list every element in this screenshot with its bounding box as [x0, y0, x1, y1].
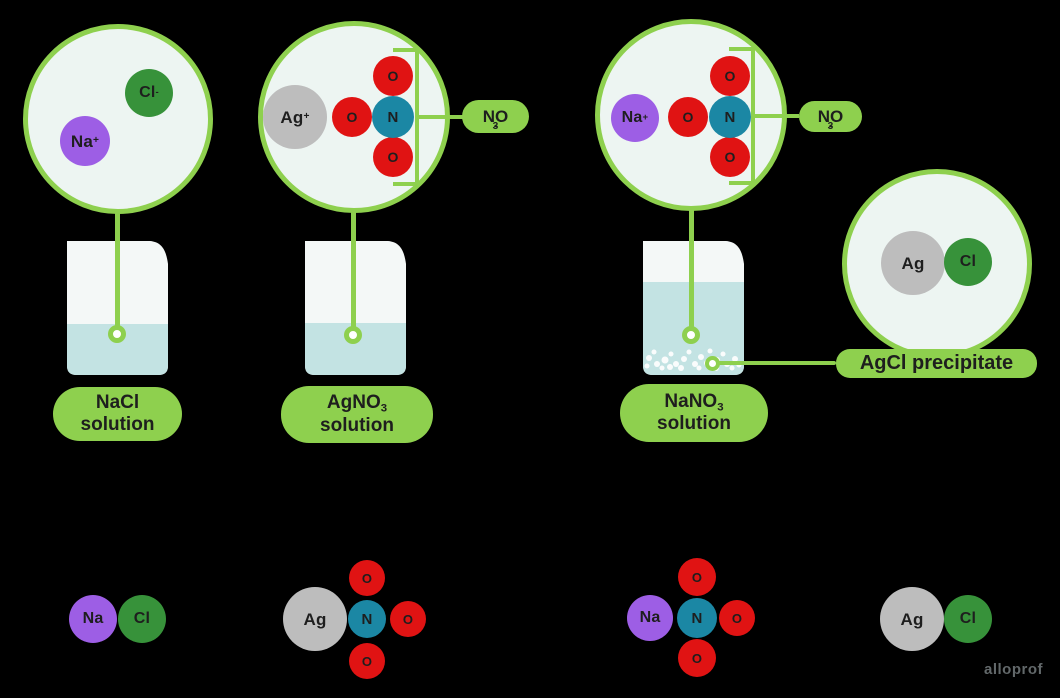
- sodium-atom: Na: [627, 595, 673, 641]
- label-pill-nacl-solution: NaCl solution: [53, 387, 182, 441]
- chlorine-atom: Cl: [944, 238, 992, 286]
- nitrogen-atom: N: [709, 96, 751, 138]
- label-line: solution: [80, 414, 155, 435]
- oxygen-atom: O: [710, 56, 750, 96]
- label-line: AgNO3: [326, 392, 388, 415]
- label-line: NaCl: [95, 391, 140, 413]
- probe-ring: [108, 325, 126, 343]
- chlorine-atom: Cl: [118, 595, 166, 643]
- nitrogen-atom: N: [348, 600, 386, 638]
- magnifier-stem-line: [351, 211, 356, 328]
- nitrate-bracket: [729, 47, 799, 185]
- label-line: solution: [320, 414, 394, 436]
- nitrogen-atom: N: [677, 598, 717, 638]
- oxygen-atom: O: [373, 56, 413, 96]
- oxygen-atom: O: [719, 600, 755, 636]
- label-line: NaNO3: [664, 390, 724, 414]
- oxygen-atom: O: [678, 639, 716, 677]
- sodium-ion: Na+: [60, 116, 110, 166]
- nitrogen-atom: N: [372, 96, 414, 138]
- chloride-ion: Cl-: [125, 69, 173, 117]
- label-line: solution: [657, 413, 731, 434]
- beaker-liquid: [67, 324, 168, 375]
- silver-atom: Ag: [881, 231, 945, 295]
- probe-ring: [682, 326, 700, 344]
- oxygen-atom: O: [678, 558, 716, 596]
- oxygen-atom: O: [710, 137, 750, 177]
- agcl-precipitate-pill: AgCl precipitate: [836, 349, 1037, 378]
- label-pill-agno3-solution: AgNO3 solution: [281, 386, 433, 443]
- probe-ring: [344, 326, 362, 344]
- precipitate-ring: [705, 356, 720, 371]
- magnifier-stem-line: [115, 212, 120, 327]
- chlorine-atom: Cl: [944, 595, 992, 643]
- nitrate-bracket: [393, 48, 463, 186]
- sodium-ion: Na+: [611, 94, 659, 142]
- alloprof-watermark: alloprof: [984, 661, 1043, 678]
- beaker-liquid: [305, 323, 406, 375]
- oxygen-atom: O: [349, 643, 385, 679]
- oxygen-atom: O: [373, 137, 413, 177]
- label-pill-nano3-solution: NaNO3 solution: [620, 384, 768, 442]
- oxygen-atom: O: [332, 97, 372, 137]
- silver-ion: Ag+: [263, 85, 327, 149]
- oxygen-atom: O: [668, 97, 708, 137]
- precipitate-callout-line: [717, 361, 836, 365]
- sodium-atom: Na: [69, 595, 117, 643]
- magnifier-stem-line: [689, 209, 694, 328]
- silver-atom: Ag: [880, 587, 944, 651]
- oxygen-atom: O: [349, 560, 385, 596]
- oxygen-atom: O: [390, 601, 426, 637]
- silver-atom: Ag: [283, 587, 347, 651]
- magnifier-circle-nacl: [23, 24, 213, 214]
